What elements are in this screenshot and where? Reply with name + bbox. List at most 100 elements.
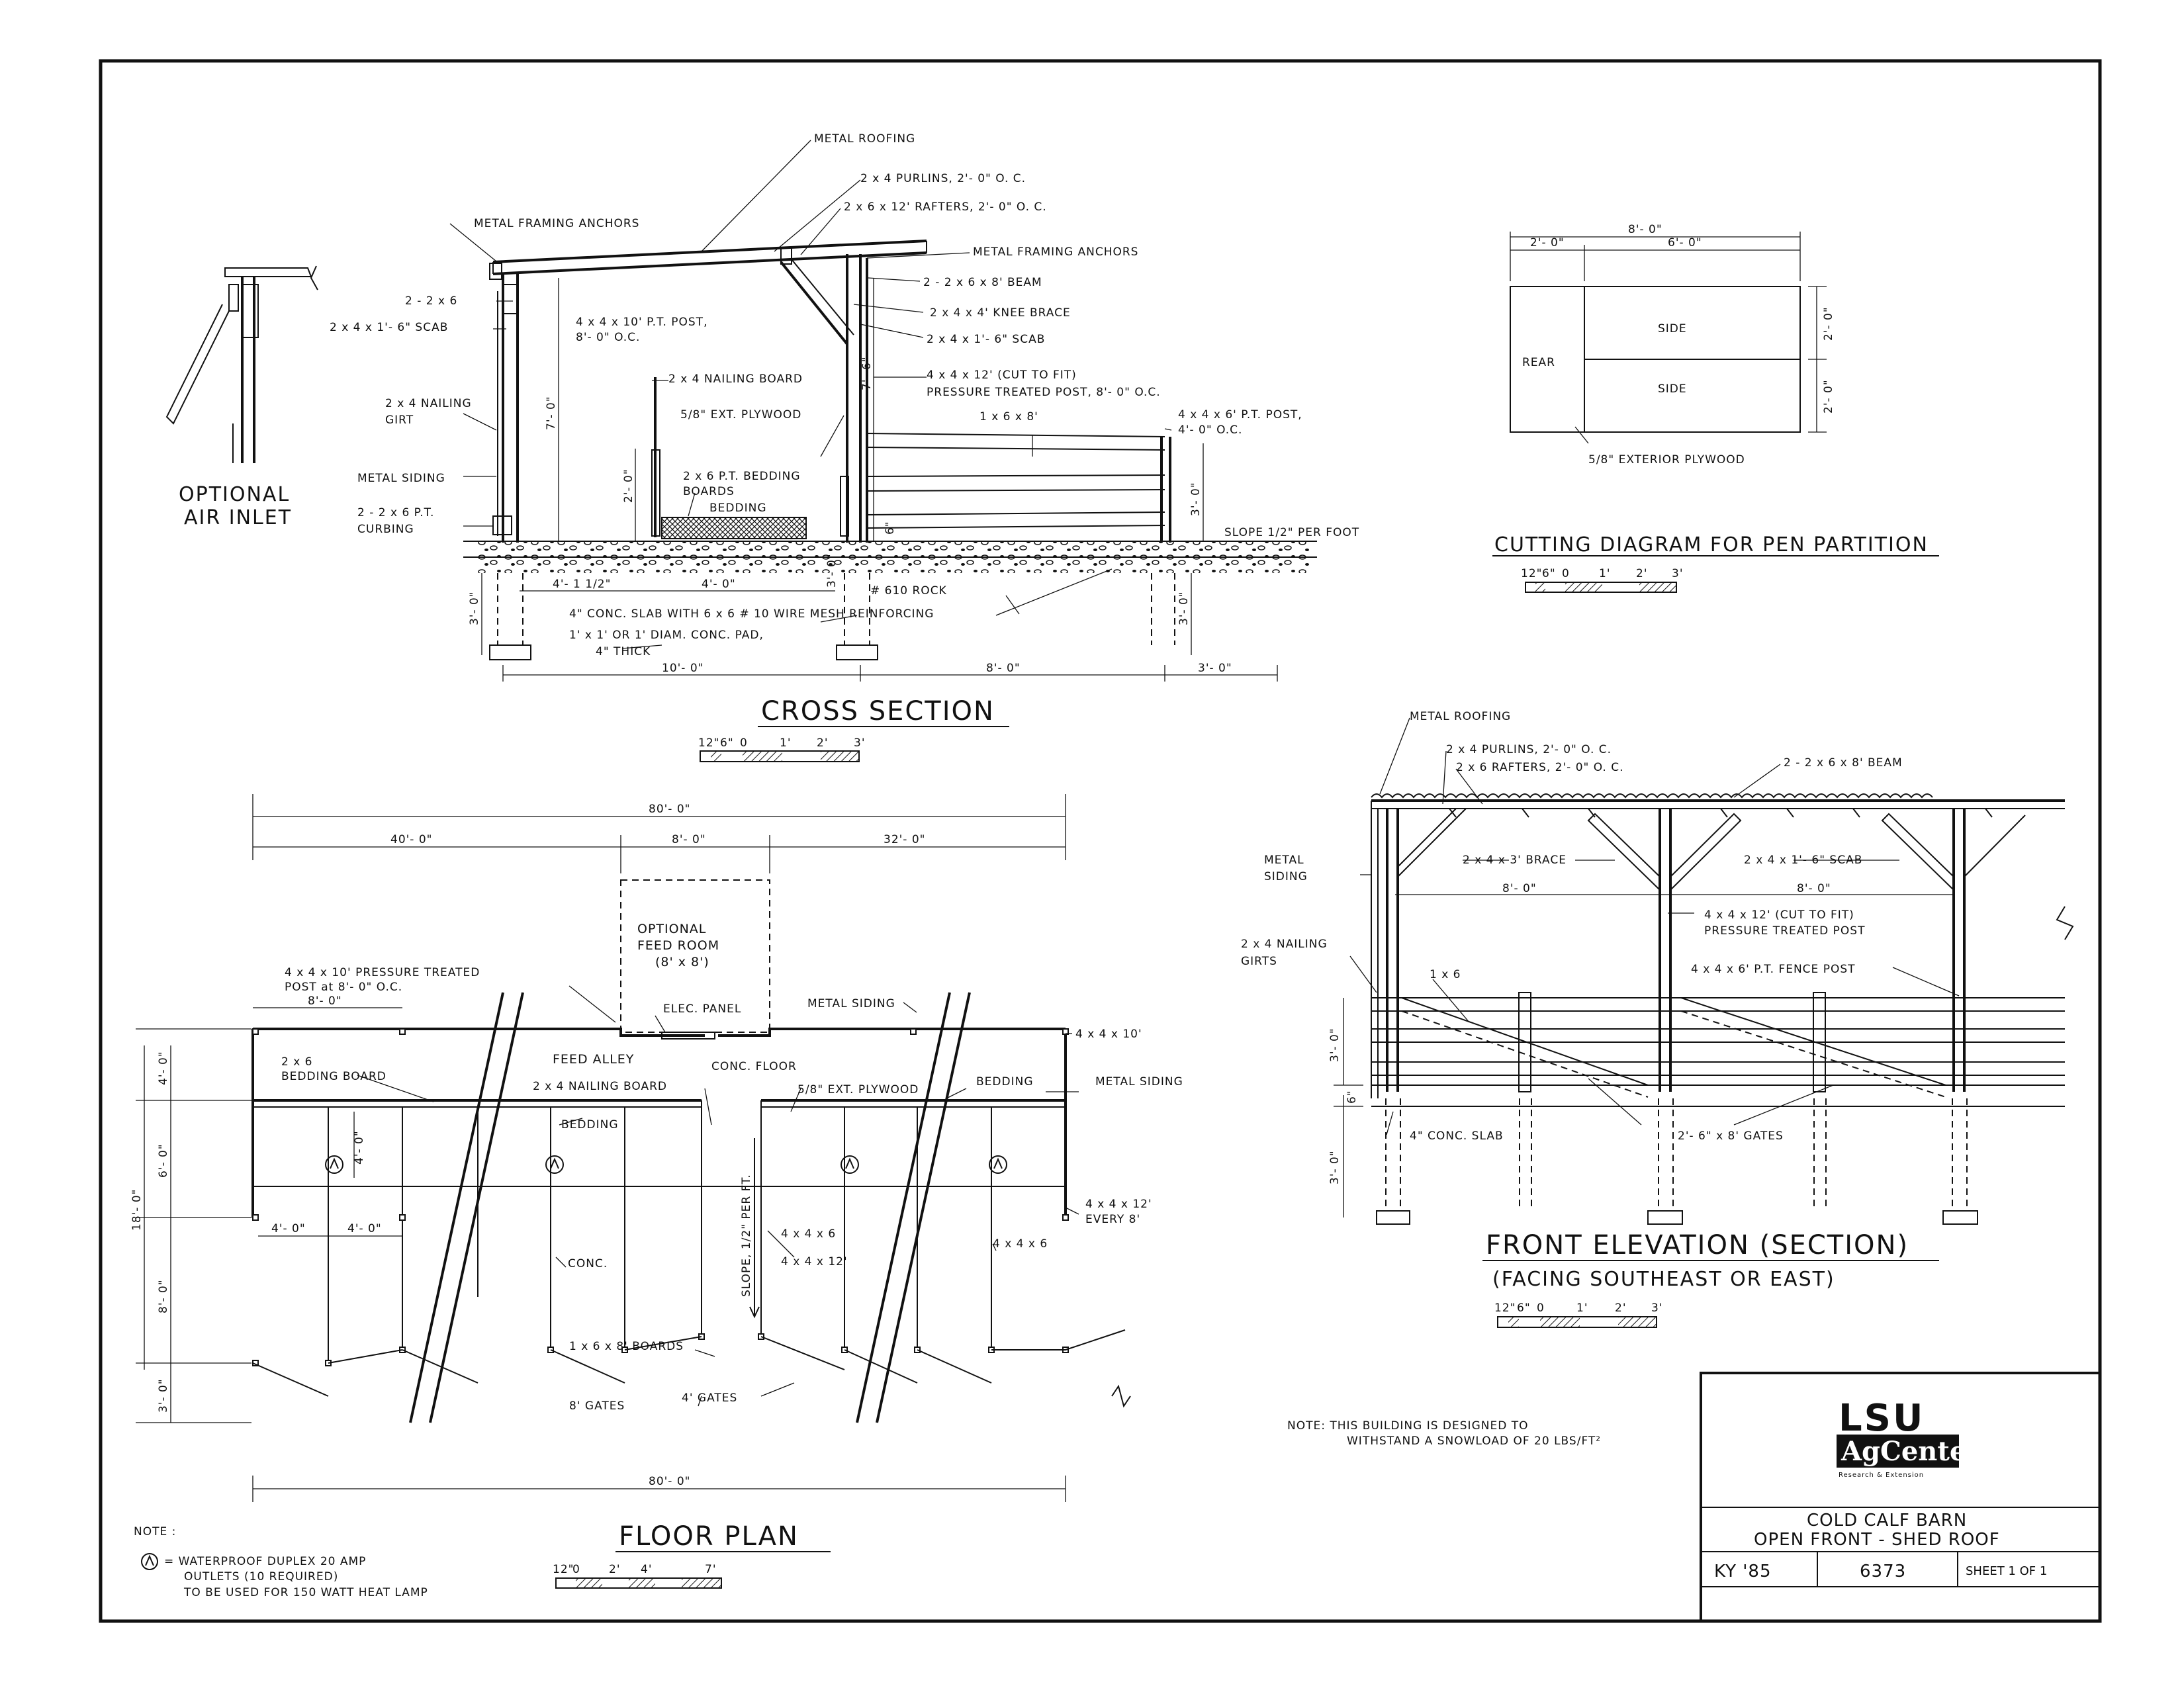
fp-label-bedding-right: BEDDING (976, 1075, 1034, 1088)
fe-dim-6: 6" (1345, 1090, 1359, 1104)
cd-dim-h-top: 2'- 0" (1822, 306, 1835, 341)
fe-label-girts-a: 2 x 4 NAILING (1241, 938, 1328, 951)
cs-dim-2: 2'- 0" (622, 468, 635, 503)
notes: NOTE : = WATERPROOF DUPLEX 20 AMP OUTLET… (134, 1419, 1600, 1599)
fp-dim-40: 40'- 0" (390, 833, 432, 846)
logo-research-extension: Research & Extension (1839, 1472, 1924, 1479)
fe-label-siding-b: SIDING (1264, 870, 1308, 883)
title-block-number: 6373 (1860, 1562, 1906, 1581)
cd-dim-h-bottom: 2'- 0" (1822, 379, 1835, 414)
cd-label-plywood: 5/8" EXTERIOR PLYWOOD (1588, 453, 1745, 466)
fp-label-post-b: POST at 8'- 0" O.C. (285, 981, 402, 994)
cs-dim-4: 4'- 0" (702, 578, 736, 591)
cs-label-curbing-b: CURBING (357, 523, 414, 536)
logo-lsu: LSU (1839, 1397, 1925, 1440)
cs-label-anchors-left: METAL FRAMING ANCHORS (474, 217, 639, 230)
fe-label-post12-b: PRESSURE TREATED POST (1704, 924, 1865, 938)
cs-label-rafters: 2 x 6 x 12' RAFTERS, 2'- 0" O. C. (844, 200, 1047, 214)
cutting-diagram-scale-bar: 12" 6" 0 1' 2' 3' (1521, 567, 1684, 593)
note-outlet-3: TO BE USED FOR 150 WATT HEAT LAMP (183, 1586, 428, 1599)
fe-label-metal-roofing: METAL ROOFING (1410, 710, 1511, 723)
fp-dim-4-a: 4'- 0" (271, 1222, 306, 1235)
cs-label-post6-b: 4'- 0" O.C. (1178, 423, 1242, 437)
cs-dim-10: 10'- 0" (662, 662, 704, 675)
title-block: LSU AgCenter Research & Extension COLD C… (1700, 1372, 2101, 1622)
cross-section-title: CROSS SECTION (761, 696, 995, 727)
fp-label-feed-room-a: OPTIONAL (637, 922, 706, 936)
fp-dim-80-bottom: 80'- 0" (649, 1475, 690, 1488)
cs-scale-2: 0 (740, 736, 748, 750)
cs-label-beam: 2 - 2 x 6 x 8' BEAM (923, 276, 1042, 289)
fp-label-4x4x6-b: 4 x 4 x 6 (993, 1237, 1048, 1251)
fe-scale-4: 2' (1615, 1302, 1627, 1315)
cs-label-post6-a: 4 x 4 x 6' P.T. POST, (1178, 408, 1302, 421)
cd-dim-2: 2'- 0" (1530, 236, 1565, 249)
fp-label-bedding-board-a: 2 x 6 (281, 1055, 313, 1069)
fp-label-every-b: EVERY 8' (1085, 1213, 1140, 1226)
cs-label-slope: SLOPE 1/2" PER FOOT (1224, 526, 1359, 539)
cs-label-girt-b: GIRT (385, 414, 414, 427)
fp-label-feed-room-b: FEED ROOM (637, 938, 719, 953)
fe-scale-5: 3' (1651, 1302, 1663, 1315)
fp-dim-h3: 3'- 0" (157, 1378, 170, 1413)
cross-section-scale-bar: 12" 6" 0 1' 2' 3' (698, 736, 866, 762)
fp-dim-4-c: 4'- 0" (353, 1130, 366, 1165)
cs-scale-0: 12" (698, 736, 719, 750)
air-inlet-title-1: OPTIONAL (179, 483, 290, 506)
cd-scale-3: 1' (1599, 567, 1611, 580)
fp-label-nailing-board: 2 x 4 NAILING BOARD (533, 1080, 667, 1093)
cs-label-plywood: 5/8" EXT. PLYWOOD (680, 408, 801, 421)
cs-scale-1: 6" (720, 736, 734, 750)
fe-dim-8-b: 8'- 0" (1797, 882, 1831, 895)
cd-dim-8: 8'- 0" (1628, 223, 1662, 236)
cs-dim-3-left: 3'- 0" (468, 591, 481, 625)
fp-label-metal-siding-right: METAL SIDING (1095, 1075, 1183, 1088)
cs-label-1x6x8: 1 x 6 x 8' (979, 410, 1038, 423)
fp-label-feed-alley: FEED ALLEY (553, 1052, 634, 1067)
fp-label-bedding-center: BEDDING (561, 1118, 619, 1131)
fp-scale-2: 2' (609, 1563, 621, 1576)
fp-label-slope: SLOPE, 1/2" PER FT. (740, 1174, 753, 1297)
cd-scale-2: 0 (1562, 567, 1570, 580)
cs-dim-3-bottom: 3'- 0" (1198, 662, 1232, 675)
title-block-title-1: COLD CALF BARN (1807, 1511, 1967, 1530)
fp-label-4x4x12: 4 x 4 x 12' (781, 1255, 848, 1268)
fp-scale-1: 0 (572, 1563, 580, 1576)
cs-label-post-a: 4 x 4 x 10' P.T. POST, (576, 316, 707, 329)
fp-dim-h6: 6'- 0" (157, 1143, 170, 1178)
fp-label-conc-floor: CONC. FLOOR (711, 1060, 797, 1073)
cs-label-nailing-board: 2 x 4 NAILING BOARD (668, 373, 803, 386)
fp-label-bedding-board-b: BEDDING BOARD (281, 1070, 387, 1083)
fp-label-every-a: 4 x 4 x 12' (1085, 1198, 1152, 1211)
cutting-diagram: 8'- 0" 2'- 0" 6'- 0" 2'- 0" 2'- 0" REAR … (1492, 223, 1939, 556)
cutting-diagram-title: CUTTING DIAGRAM FOR PEN PARTITION (1494, 533, 1929, 556)
fp-label-4x4x6: 4 x 4 x 6 (781, 1227, 836, 1241)
cd-label-side-2: SIDE (1658, 382, 1687, 396)
cs-label-bedding: BEDDING (709, 502, 767, 515)
fp-label-post-a: 4 x 4 x 10' PRESSURE TREATED (285, 966, 480, 979)
note-snowload-1: NOTE: THIS BUILDING IS DESIGNED TO (1287, 1419, 1528, 1433)
fe-label-post12-a: 4 x 4 x 12' (CUT TO FIT) (1704, 908, 1854, 922)
cd-scale-5: 3' (1672, 567, 1684, 580)
note-label: NOTE : (134, 1525, 176, 1538)
cs-scale-5: 3' (854, 736, 866, 750)
fp-dim-h18: 18'- 0" (130, 1189, 144, 1231)
sheet-border (99, 59, 2102, 1623)
title-block-sheet: SHEET 1 OF 1 (1966, 1564, 2047, 1578)
fp-scale-4: 7' (705, 1563, 717, 1576)
fp-label-gates-4: 4' GATES (682, 1392, 737, 1405)
cd-scale-4: 2' (1636, 567, 1648, 580)
cs-label-slab: 4" CONC. SLAB WITH 6 x 6 # 10 WIRE MESH … (569, 607, 934, 621)
fe-label-brace: 2 x 4 x 3' BRACE (1463, 854, 1567, 867)
cs-label-scab-left: 2 x 4 x 1'- 6" SCAB (330, 321, 448, 334)
fe-label-gates: 2'- 6" x 8' GATES (1678, 1129, 1784, 1143)
cs-label-bedding-board-a: 2 x 6 P.T. BEDDING (683, 470, 801, 483)
fe-label-rafters: 2 x 6 RAFTERS, 2'- 0" O. C. (1456, 761, 1624, 774)
cs-dim-3-slab: 3'- 0" (825, 553, 839, 588)
fe-label-girts-b: GIRTS (1241, 955, 1277, 968)
cs-label-scab-right: 2 x 4 x 1'- 6" SCAB (927, 333, 1045, 346)
fp-dim-80-top: 80'- 0" (649, 803, 690, 816)
fp-label-boards: 1 x 6 x 8' BOARDS (569, 1340, 684, 1353)
fp-dim-4-b: 4'- 0" (347, 1222, 382, 1235)
